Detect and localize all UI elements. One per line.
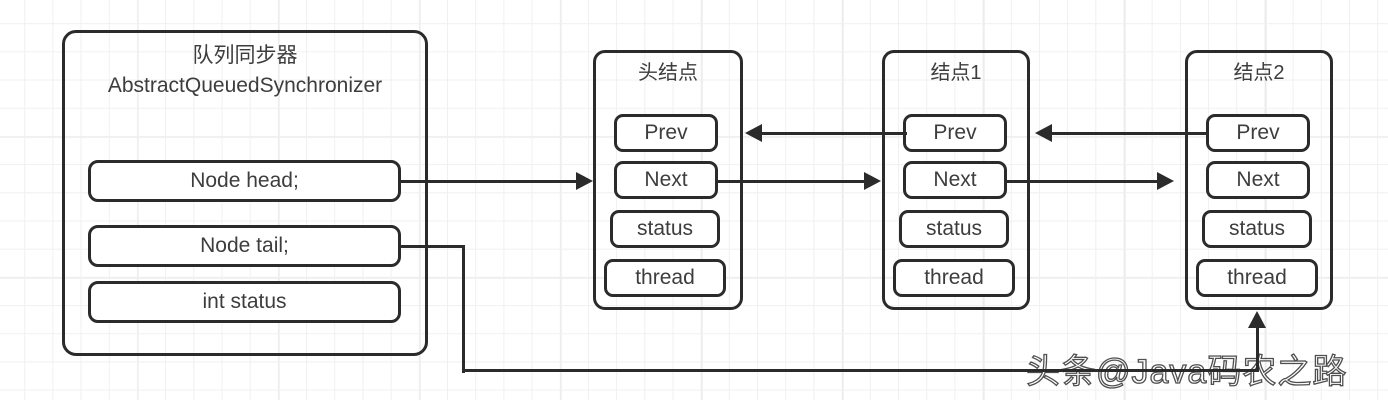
node-2-field-thread[interactable]: thread [1196, 259, 1318, 297]
aqs-title-cn: 队列同步器 [192, 44, 298, 67]
connector-head-line [401, 179, 578, 183]
connector-tail-segment-h1 [401, 244, 465, 248]
node-head-field-thread-label: thread [635, 266, 695, 289]
node-2-field-next[interactable]: Next [1206, 161, 1310, 199]
node-1-field-thread-label: thread [924, 266, 984, 289]
node-2-field-status[interactable]: status [1202, 210, 1312, 248]
node-2-field-prev[interactable]: Prev [1206, 114, 1310, 152]
node-1-field-next-label: Next [933, 168, 977, 191]
node-1-field-prev-label: Prev [933, 121, 977, 144]
aqs-container-box [62, 30, 428, 356]
node-head-field-next[interactable]: Next [614, 161, 718, 199]
node-2-field-prev-label: Prev [1236, 121, 1280, 144]
connector-node1-next-line [1007, 179, 1159, 183]
node-head-field-prev-label: Prev [644, 121, 688, 144]
node-1-field-status-label: status [925, 217, 983, 240]
node-2-field-thread-label: thread [1227, 266, 1287, 289]
connector-node1-next-arrowhead-icon [1157, 172, 1174, 190]
connector-tail-segment-v2 [1255, 327, 1259, 371]
node-box-2 [1185, 50, 1333, 310]
node-head-field-next-label: Next [644, 168, 688, 191]
connector-head-arrowhead-icon [576, 172, 593, 190]
node-1-field-thread[interactable]: thread [893, 259, 1015, 297]
node-1-field-status[interactable]: status [899, 210, 1009, 248]
connector-node2-prev-line [1052, 131, 1206, 135]
aqs-field-node-head-label: Node head; [190, 169, 299, 192]
node-2-field-status-label: status [1228, 217, 1286, 240]
node-2-field-next-label: Next [1236, 168, 1280, 191]
aqs-field-node-head[interactable]: Node head; [88, 160, 401, 202]
connector-node2-prev-arrowhead-icon [1035, 124, 1052, 142]
node-1-field-prev[interactable]: Prev [903, 114, 1007, 152]
aqs-field-int-status[interactable]: int status [88, 281, 401, 323]
connector-head-next-line [718, 179, 866, 183]
node-1-field-next[interactable]: Next [903, 161, 1007, 199]
node-title-head: 头结点 [638, 62, 698, 84]
node-title-2: 结点2 [1233, 62, 1285, 84]
connector-tail-segment-v1 [461, 244, 465, 373]
connector-tail-segment-h2 [461, 369, 1259, 373]
node-head-field-status-label: status [636, 217, 694, 240]
connector-node1-prev-line [762, 131, 907, 135]
aqs-field-node-tail-label: Node tail; [200, 234, 289, 257]
node-head-field-prev[interactable]: Prev [614, 114, 718, 152]
connector-head-next-arrowhead-icon [864, 172, 881, 190]
node-title-1: 结点1 [930, 62, 982, 84]
aqs-title-en: AbstractQueuedSynchronizer [107, 74, 383, 97]
connector-node1-prev-arrowhead-icon [745, 124, 762, 142]
node-head-field-thread[interactable]: thread [604, 259, 726, 297]
aqs-field-int-status-label: int status [202, 290, 287, 313]
aqs-field-node-tail[interactable]: Node tail; [88, 225, 401, 267]
connector-tail-arrowhead-icon [1248, 311, 1266, 328]
node-head-field-status[interactable]: status [610, 210, 720, 248]
